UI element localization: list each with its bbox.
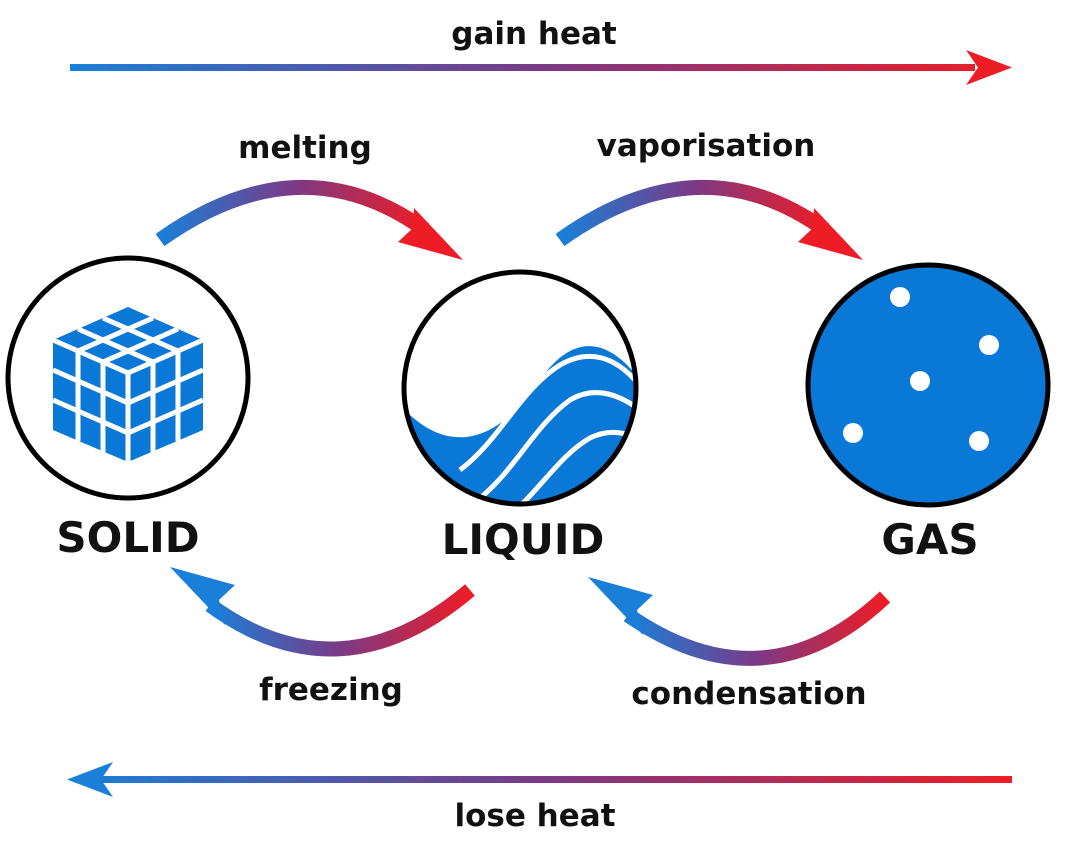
ice-cube-icon [51, 307, 205, 462]
condensation-arrow [588, 577, 891, 666]
condensation-label: condensation [631, 676, 866, 712]
gas-circle [805, 262, 1051, 508]
vaporisation-label: vaporisation [597, 128, 816, 164]
gas-particles-icon [843, 287, 999, 451]
gain-heat-label: gain heat [451, 16, 617, 52]
freezing-arrow [170, 567, 475, 657]
freezing-label: freezing [259, 672, 403, 708]
vaporisation-arrow [555, 180, 863, 260]
lose-heat-label: lose heat [454, 798, 615, 834]
liquid-circle [401, 269, 639, 507]
melting-label: melting [238, 130, 372, 166]
melting-arrow [155, 180, 463, 260]
solid-label: SOLID [56, 513, 199, 562]
lose-heat-arrow [67, 762, 1012, 797]
liquid-label: LIQUID [442, 515, 605, 564]
gas-label: GAS [881, 515, 978, 564]
gain-heat-arrow [70, 50, 1012, 85]
